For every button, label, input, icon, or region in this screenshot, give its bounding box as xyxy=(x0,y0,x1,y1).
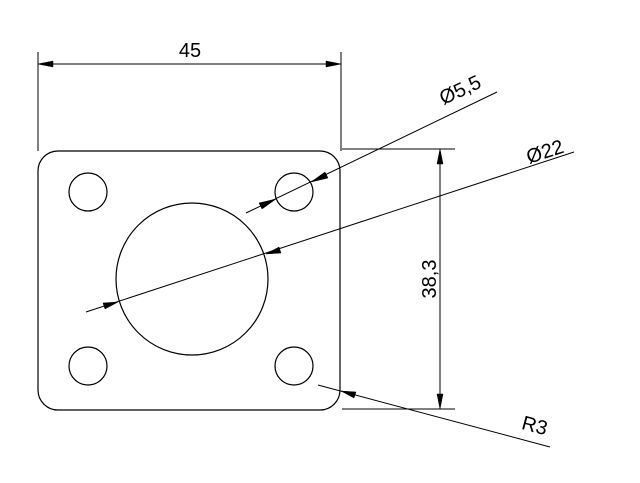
hole-bottom-right xyxy=(274,346,314,386)
arrow-down xyxy=(436,393,444,410)
arrow-small-hole-in xyxy=(258,198,277,210)
hole-top-right xyxy=(274,172,314,212)
corner-radius-leader: R3 xyxy=(317,384,551,448)
arrow-right xyxy=(325,60,342,68)
arrow-up xyxy=(436,148,444,165)
small-hole-leader: Ø5,5 xyxy=(245,71,498,214)
center-hole xyxy=(115,202,269,356)
arrow-radius xyxy=(340,390,357,399)
radius-label: R3 xyxy=(519,412,549,440)
small-hole-label: Ø5,5 xyxy=(436,71,485,109)
arrow-small-hole-out xyxy=(310,171,329,183)
plate-outline xyxy=(37,150,341,411)
large-hole-leader: Ø22 xyxy=(85,136,575,313)
hole-bottom-left xyxy=(68,346,108,386)
height-label: 38,3 xyxy=(419,260,441,299)
arrow-left xyxy=(37,60,54,68)
height-dimension: 38,3 xyxy=(342,148,455,410)
width-dimension: 45 xyxy=(37,40,342,151)
hole-top-left xyxy=(68,172,108,212)
arrow-large-hole-left xyxy=(102,301,119,310)
arrow-large-hole-right xyxy=(265,246,282,255)
large-hole-label: Ø22 xyxy=(524,136,567,169)
width-label: 45 xyxy=(179,40,201,62)
